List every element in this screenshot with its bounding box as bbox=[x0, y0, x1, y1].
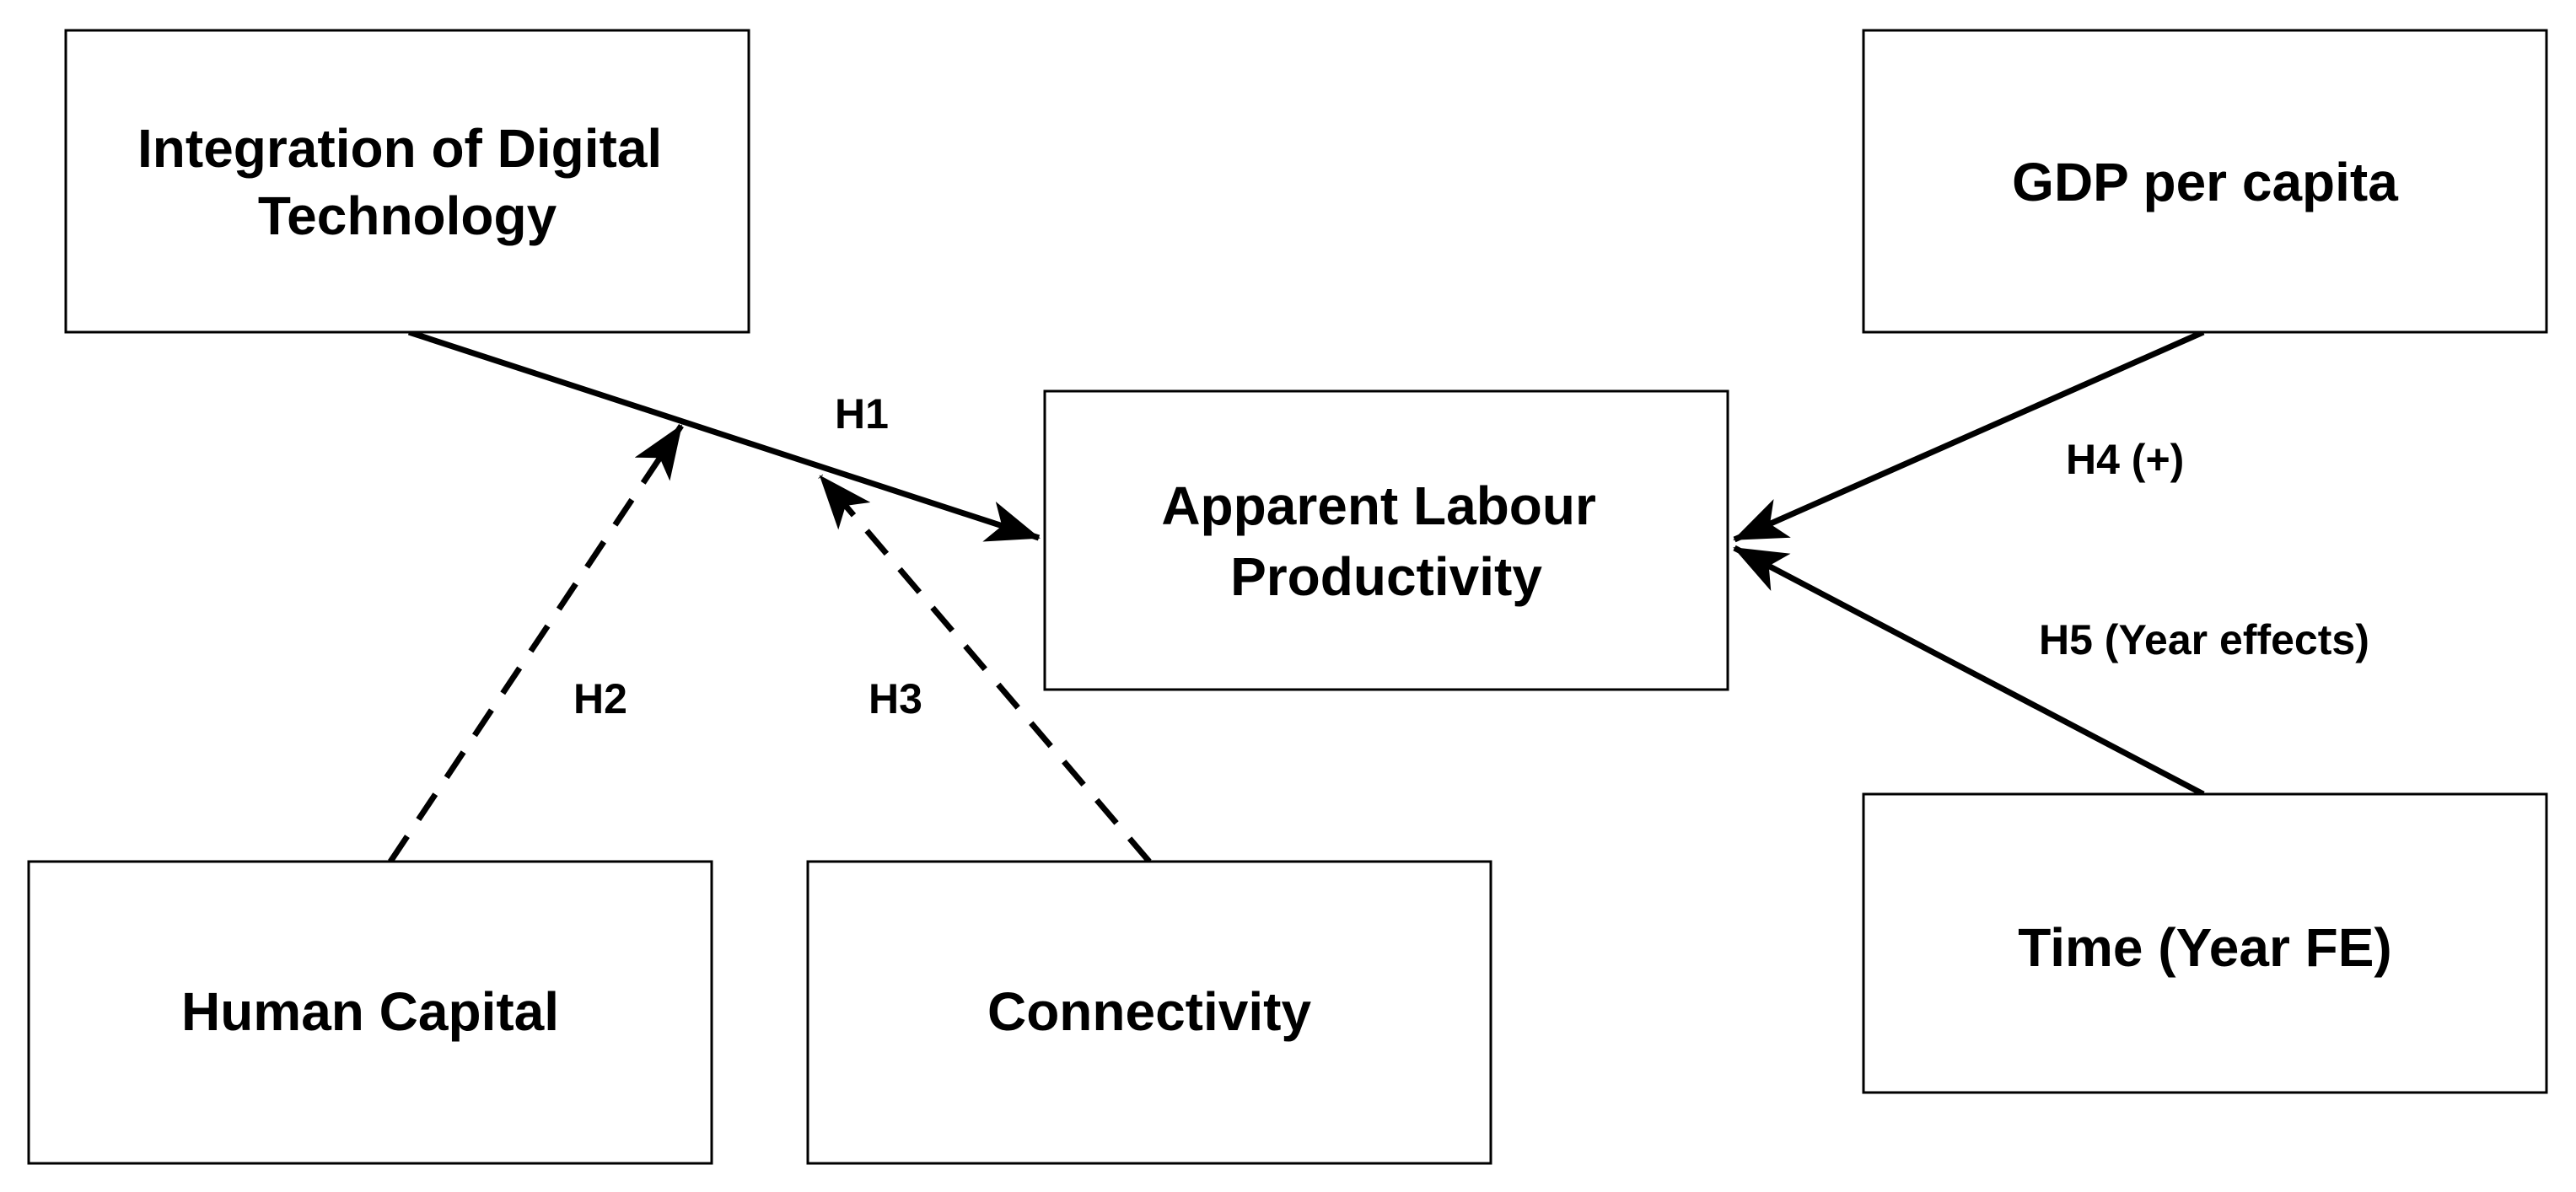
svg-text:Time (Year FE): Time (Year FE) bbox=[2018, 917, 2391, 978]
node-digital-technology: Integration of Digital Technology bbox=[64, 29, 750, 334]
edge-h1-label: H1 bbox=[835, 390, 889, 438]
edges bbox=[388, 329, 2205, 864]
edge-h1-arrow bbox=[407, 329, 1041, 542]
svg-text:Integration of Digital T: Integration of Digital Technology bbox=[137, 118, 677, 246]
svg-text:Connectivity: Connectivity bbox=[987, 981, 1311, 1042]
edge-h5-label: H5 (Year effects) bbox=[2039, 616, 2369, 663]
node-apparent-labour-productivity: Apparent Labour Productivity bbox=[1043, 389, 1729, 691]
node-human-capital-line-1: Human Capital bbox=[181, 981, 559, 1042]
edge-h3-arrow bbox=[818, 474, 1152, 864]
node-time-year-fe-line-1: Time (Year FE) bbox=[2018, 917, 2391, 978]
edge-h2-arrow bbox=[388, 424, 684, 863]
node-connectivity: Connectivity bbox=[806, 860, 1492, 1165]
node-digital-technology-line-2: Technology bbox=[258, 185, 557, 246]
edge-h4-arrow bbox=[1733, 329, 2205, 543]
edge-labels: H1 H2 H3 H4 (+) H5 (Year effects) bbox=[573, 390, 2369, 722]
svg-text:Human Capital: Human Capital bbox=[181, 981, 559, 1042]
node-time-year-fe: Time (Year FE) bbox=[1862, 792, 2548, 1094]
edge-h4-label: H4 (+) bbox=[2066, 436, 2184, 483]
node-connectivity-line-1: Connectivity bbox=[987, 981, 1311, 1042]
node-digital-technology-line-1: Integration of Digital bbox=[137, 118, 662, 179]
node-apparent-labour-productivity-line-2: Productivity bbox=[1230, 546, 1542, 607]
node-gdp-per-capita-line-1: GDP per capita bbox=[2012, 152, 2398, 212]
svg-text:Apparent Labour Producti: Apparent Labour Productivity bbox=[1161, 475, 1611, 607]
node-human-capital: Human Capital bbox=[27, 860, 713, 1165]
edge-h5-arrow bbox=[1733, 545, 2205, 797]
node-apparent-labour-productivity-line-1: Apparent Labour bbox=[1161, 475, 1596, 536]
edge-h2-label: H2 bbox=[573, 675, 627, 722]
node-gdp-per-capita: GDP per capita bbox=[1862, 29, 2548, 334]
edge-h3-label: H3 bbox=[869, 675, 922, 722]
svg-text:GDP per capita: GDP per capita bbox=[2012, 152, 2398, 212]
